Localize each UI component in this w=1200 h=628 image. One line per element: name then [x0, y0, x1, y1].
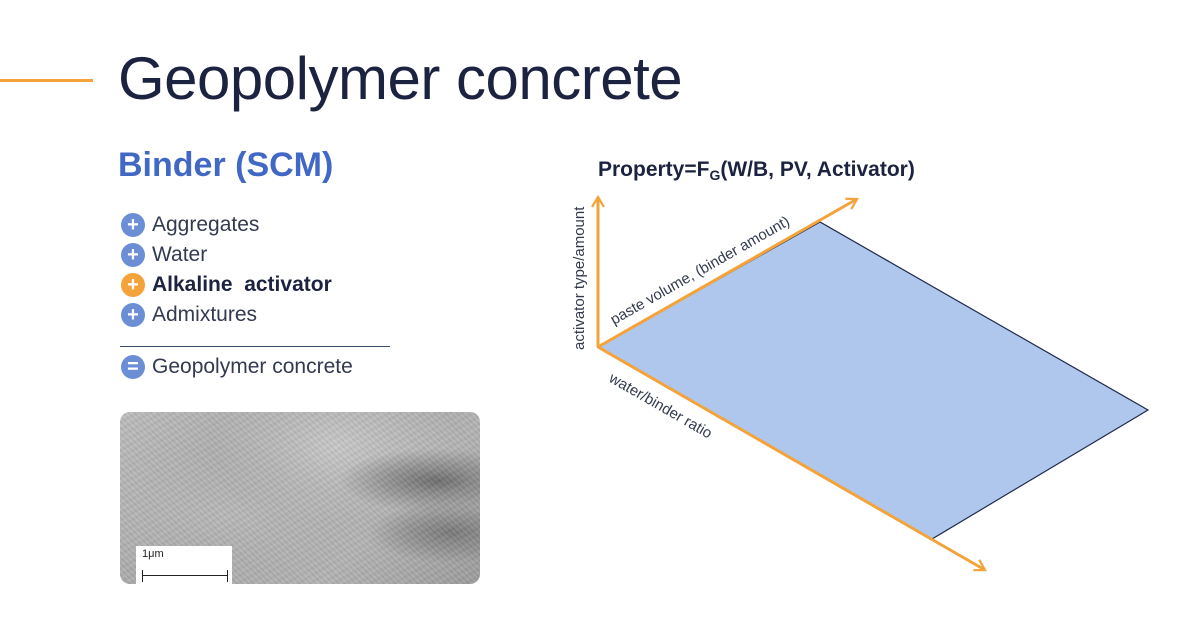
property-plane [598, 222, 1148, 539]
vertical-axis-label: activator type/amount [571, 206, 588, 350]
